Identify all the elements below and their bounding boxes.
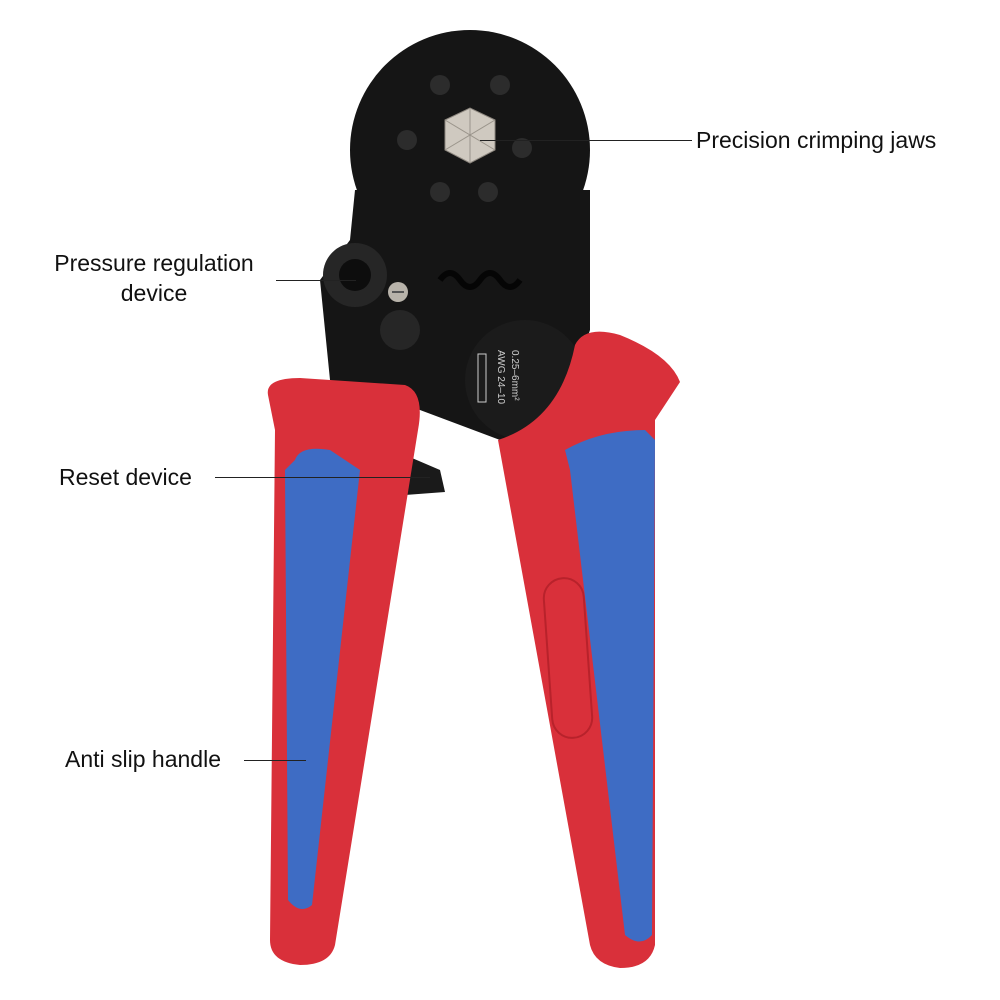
size-markings: 0.25–6mm² AWG 24–10 [477, 350, 520, 405]
right-handle [498, 331, 680, 969]
svg-text:0.25–6mm²: 0.25–6mm² [509, 350, 520, 401]
label-pressure-line1: Pressure regulation [54, 250, 254, 276]
label-pressure-line2: device [120, 280, 188, 306]
label-precision-crimping-jaws: Precision crimping jaws [696, 127, 937, 153]
label-reset-device: Reset device [59, 464, 192, 490]
crimping-jaws [397, 75, 532, 202]
label-anti-slip-handle: Anti slip handle [65, 746, 221, 772]
reset-leader-line [215, 477, 430, 478]
tool-body [320, 30, 590, 440]
label-pressure-regulation: Pressure regulation device [42, 248, 266, 308]
spring [437, 270, 523, 290]
jaws-leader-line [480, 140, 692, 141]
left-handle [267, 378, 420, 965]
svg-text:AWG 24–10: AWG 24–10 [495, 350, 506, 405]
pressure-leader-line [276, 280, 356, 281]
pressure-regulation-knob [323, 243, 420, 350]
reset-lever [405, 455, 445, 495]
handle-leader-line [244, 760, 306, 761]
